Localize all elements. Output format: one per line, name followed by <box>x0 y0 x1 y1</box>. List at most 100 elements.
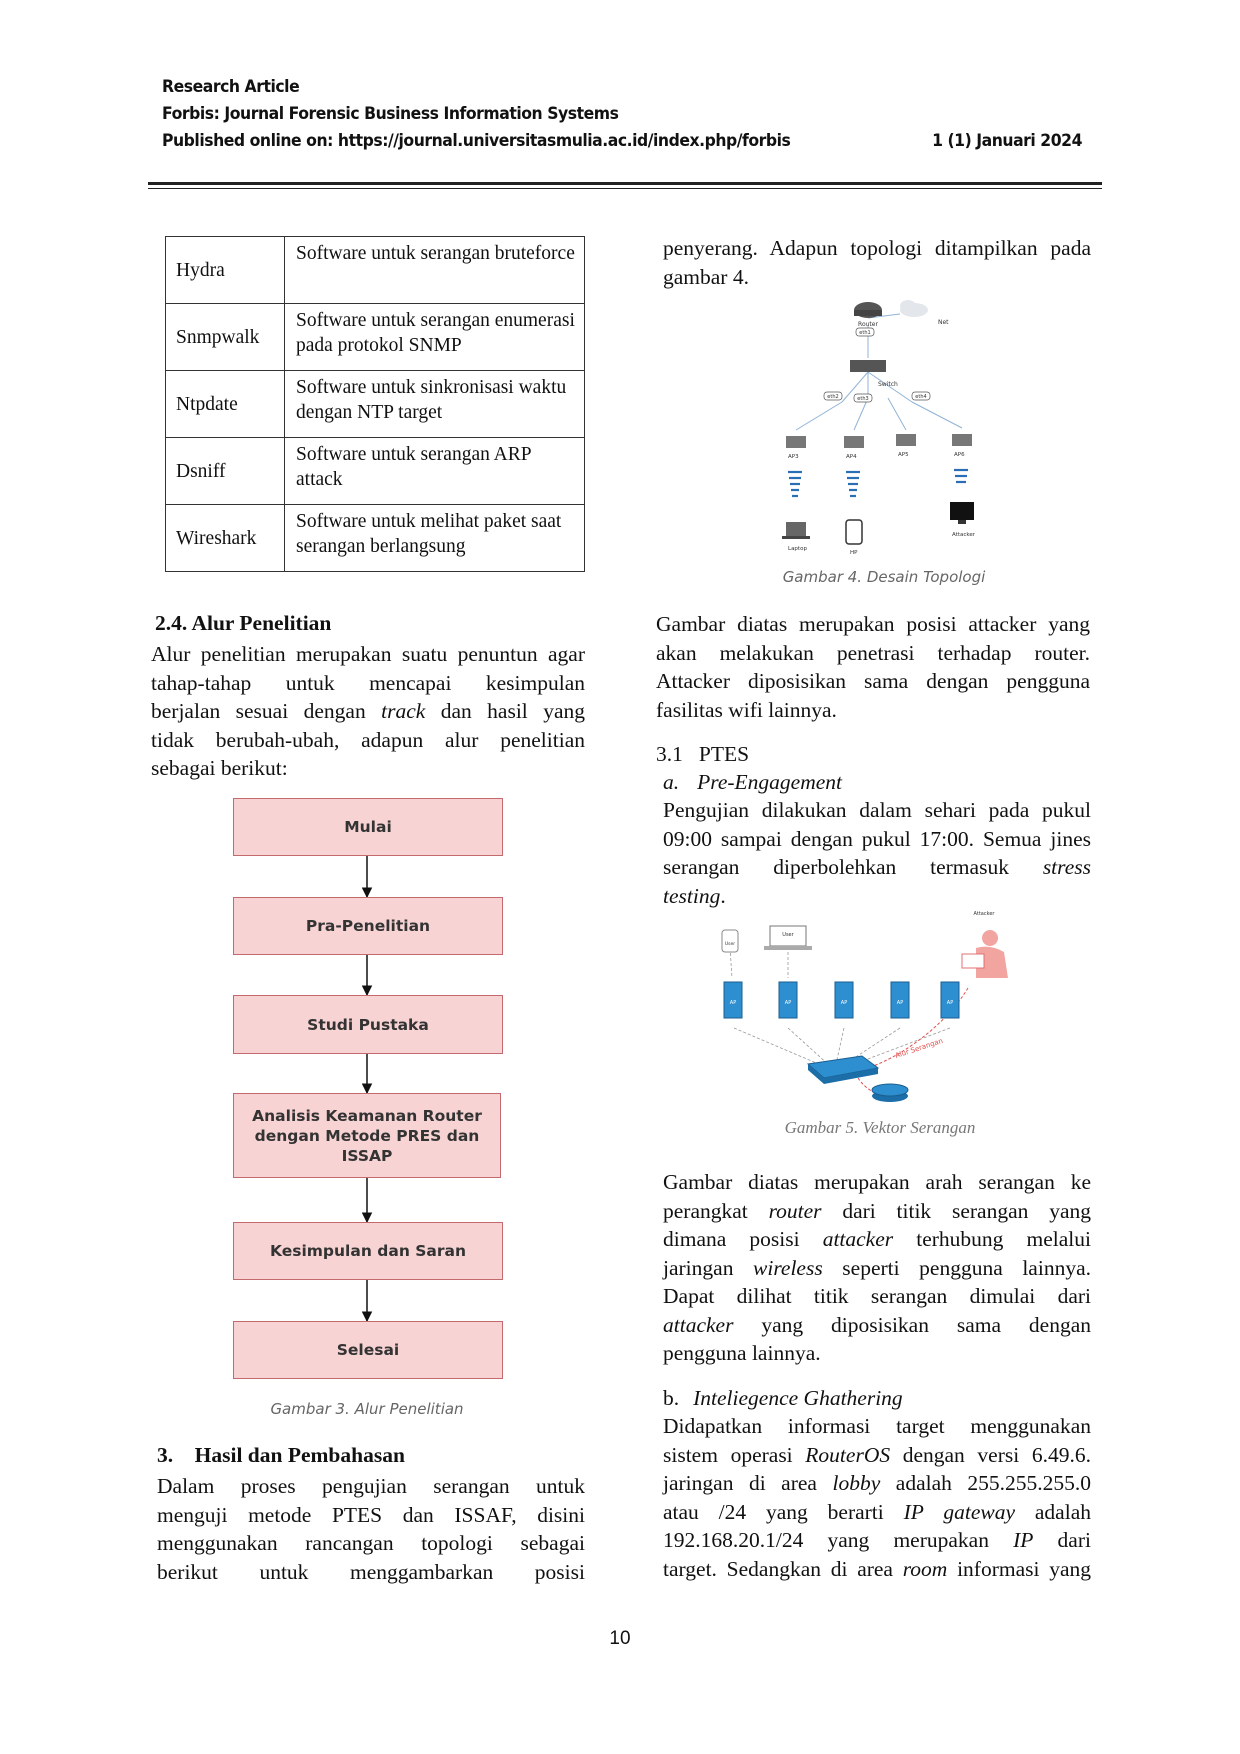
text-line: Alur penelitian merupakan suatu penuntun… <box>151 642 585 666</box>
tool-description-cell: Software untuk sinkronisasi waktu dengan… <box>284 370 585 438</box>
text-line: target. Sedangkan di area room informasi… <box>663 1556 1091 1581</box>
router-icon <box>871 1083 909 1102</box>
text-line: tidak berubah-ubah, adapun alur peneliti… <box>151 727 585 752</box>
tool-description-cell: Software untuk serangan ARP attack <box>284 437 585 505</box>
text-line: testing. <box>663 883 726 908</box>
user-phone-label: User <box>725 941 735 947</box>
port-label: eth4 <box>915 394 926 400</box>
hp-label: HP <box>850 550 858 556</box>
switch-label: Switch <box>878 381 898 388</box>
text-line: jaringan di area lobby adalah 255.255.25… <box>663 1471 1092 1495</box>
header-issue: 1 (1) Januari 2024 <box>932 131 1082 151</box>
ap4-label: AP4 <box>846 454 857 460</box>
port-label: eth3 <box>857 396 868 402</box>
topology-description-paragraph: Gambar diatas merupakan posisi attacker … <box>656 610 1090 724</box>
flow-step-selesai: Selesai <box>233 1321 503 1379</box>
intel-title: Inteliegence Ghathering <box>693 1386 903 1410</box>
header-published-row: Published online on: https://journal.uni… <box>162 128 1082 155</box>
header-article-type: Research Article <box>162 77 300 97</box>
tool-name-cell: Wireshark <box>165 504 285 572</box>
cloud-icon: Net <box>900 300 949 326</box>
attacker-label: Attacker <box>952 532 976 538</box>
user-laptop-label: User <box>782 932 794 938</box>
text-line: dimana posisi attacker terhubung melalui <box>663 1227 1092 1251</box>
journal-header: Research Article Forbis: Journal Forensi… <box>162 74 1082 155</box>
text-line: penyerang. Adapun topologi ditampilkan p… <box>663 236 1091 260</box>
ptes-number: 3.1 <box>656 742 683 766</box>
ptes-title: PTES <box>698 742 750 766</box>
attacker-monitor-icon: Attacker <box>950 502 976 538</box>
text-line: akan melakukan penetrasi terhadap router… <box>656 640 1090 665</box>
text-line: pengguna lainnya. <box>663 1341 821 1365</box>
text-line: 192.168.20.1/24 yang merupakan IP dari <box>663 1528 1091 1552</box>
text-line: gambar 4. <box>663 264 749 289</box>
text-line: atau /24 yang berarti IP gateway adalah <box>663 1499 1091 1524</box>
router-label: Router <box>858 321 878 328</box>
attacker-person-icon: Attacker <box>961 911 1008 978</box>
text-line: Dalam proses pengujian serangan untuk <box>157 1474 585 1498</box>
text-line: fasilitas wifi lainnya. <box>656 697 837 722</box>
text-line: menggunakan rancangan topologi sebagai <box>157 1531 585 1555</box>
sub-a-letter: a. <box>663 770 680 794</box>
ap-devices: AP AP AP AP AP <box>723 981 960 1019</box>
text-line: berikut untuk menggambarkan posisi <box>157 1559 585 1584</box>
section-3-paragraph: Dalam proses pengujian serangan untuk men… <box>157 1472 585 1586</box>
text-line: serangan diperbolehkan termasuk stress <box>663 855 1091 879</box>
pre-engagement-paragraph: Pengujian dilakukan dalam sehari pada pu… <box>663 796 1091 910</box>
tool-description-cell: Software untuk serangan bruteforce <box>284 236 585 304</box>
header-journal-name: Forbis: Journal Forensic Business Inform… <box>162 104 619 124</box>
text-line: Attacker diposisikan sama dengan penggun… <box>656 669 1090 693</box>
intel-letter: b. <box>663 1386 680 1410</box>
phone-icon: HP <box>845 519 863 556</box>
ap-label: AP <box>730 1000 736 1006</box>
pre-engagement-heading: a.Pre-Engagement <box>663 768 842 797</box>
figure-4-caption: Gambar 4. Desain Topologi <box>782 568 986 586</box>
text-line: sebagai berikut: <box>151 756 288 780</box>
text-line: berjalan sesuai dengan track dan hasil y… <box>151 699 585 723</box>
ap6-label: AP6 <box>954 452 965 458</box>
topology-diagram: Router Net Switch eth1 eth2 eth3 eth4 AP… <box>782 300 976 556</box>
text-line: sistem operasi RouterOS dengan versi 6.4… <box>663 1442 1091 1467</box>
attacker-person-label: Attacker <box>974 911 996 917</box>
figure-3-caption: Gambar 3. Alur Penelitian <box>270 1400 464 1418</box>
text-line: Gambar diatas merupakan arah serangan ke <box>663 1170 1091 1194</box>
section-2-4-title: 2.4. Alur Penelitian <box>155 611 332 635</box>
access-points: AP3 AP4 AP5 AP6 <box>786 434 972 460</box>
flow-step-mulai: Mulai <box>233 798 503 856</box>
text-line: Dapat dilihat titik serangan dimulai dar… <box>663 1284 1091 1308</box>
text-line: attacker yang diposisikan sama dengan <box>663 1312 1091 1337</box>
intel-heading: b. Inteliegence Ghathering <box>663 1384 903 1413</box>
ap5-label: AP5 <box>898 452 909 458</box>
section-3-title: 3. Hasil dan Pembahasan <box>157 1443 405 1468</box>
ap-label: AP <box>841 1000 847 1006</box>
wifi-signal-icon <box>788 468 968 498</box>
laptop-label: Laptop <box>788 546 807 552</box>
tool-description-cell: Software untuk melihat paket saat serang… <box>284 504 585 572</box>
flow-step-kesimpulan: Kesimpulan dan Saran <box>233 1222 503 1280</box>
switch-icon: Switch <box>850 360 898 388</box>
port-label: eth1 <box>859 330 870 336</box>
header-rule-thin <box>148 188 1102 189</box>
tool-name-cell: Snmpwalk <box>165 303 285 371</box>
header-rule-thick <box>148 182 1102 185</box>
intel-paragraph: Didapatkan informasi target menggunakan s… <box>663 1412 1091 1583</box>
header-published-url[interactable]: Published online on: https://journal.uni… <box>162 131 791 151</box>
router-icon: Router <box>854 302 882 328</box>
tool-name-cell: Hydra <box>165 236 285 304</box>
attack-vector-diagram: Alur Serangan User User Attacker AP AP A… <box>721 911 1008 1102</box>
attack-vector-description-paragraph: Gambar diatas merupakan arah serangan ke… <box>663 1168 1091 1368</box>
tool-name-cell: Ntpdate <box>165 370 285 438</box>
ap3-label: AP3 <box>788 454 799 460</box>
text-line: tahap-tahap untuk mencapai kesimpulan <box>151 670 585 695</box>
user-laptop-icon: User <box>764 925 812 950</box>
laptop-icon: Laptop <box>782 522 810 552</box>
section-2-4-paragraph: Alur penelitian merupakan suatu penuntun… <box>151 640 585 783</box>
ptes-heading: 3.1 PTES <box>656 740 749 769</box>
flow-step-studi-pustaka: Studi Pustaka <box>233 995 503 1054</box>
text-line: Pengujian dilakukan dalam sehari pada pu… <box>663 798 1091 822</box>
text-line: Didapatkan informasi target menggunakan <box>663 1414 1091 1438</box>
topology-intro-paragraph: penyerang. Adapun topologi ditampilkan p… <box>663 234 1091 291</box>
